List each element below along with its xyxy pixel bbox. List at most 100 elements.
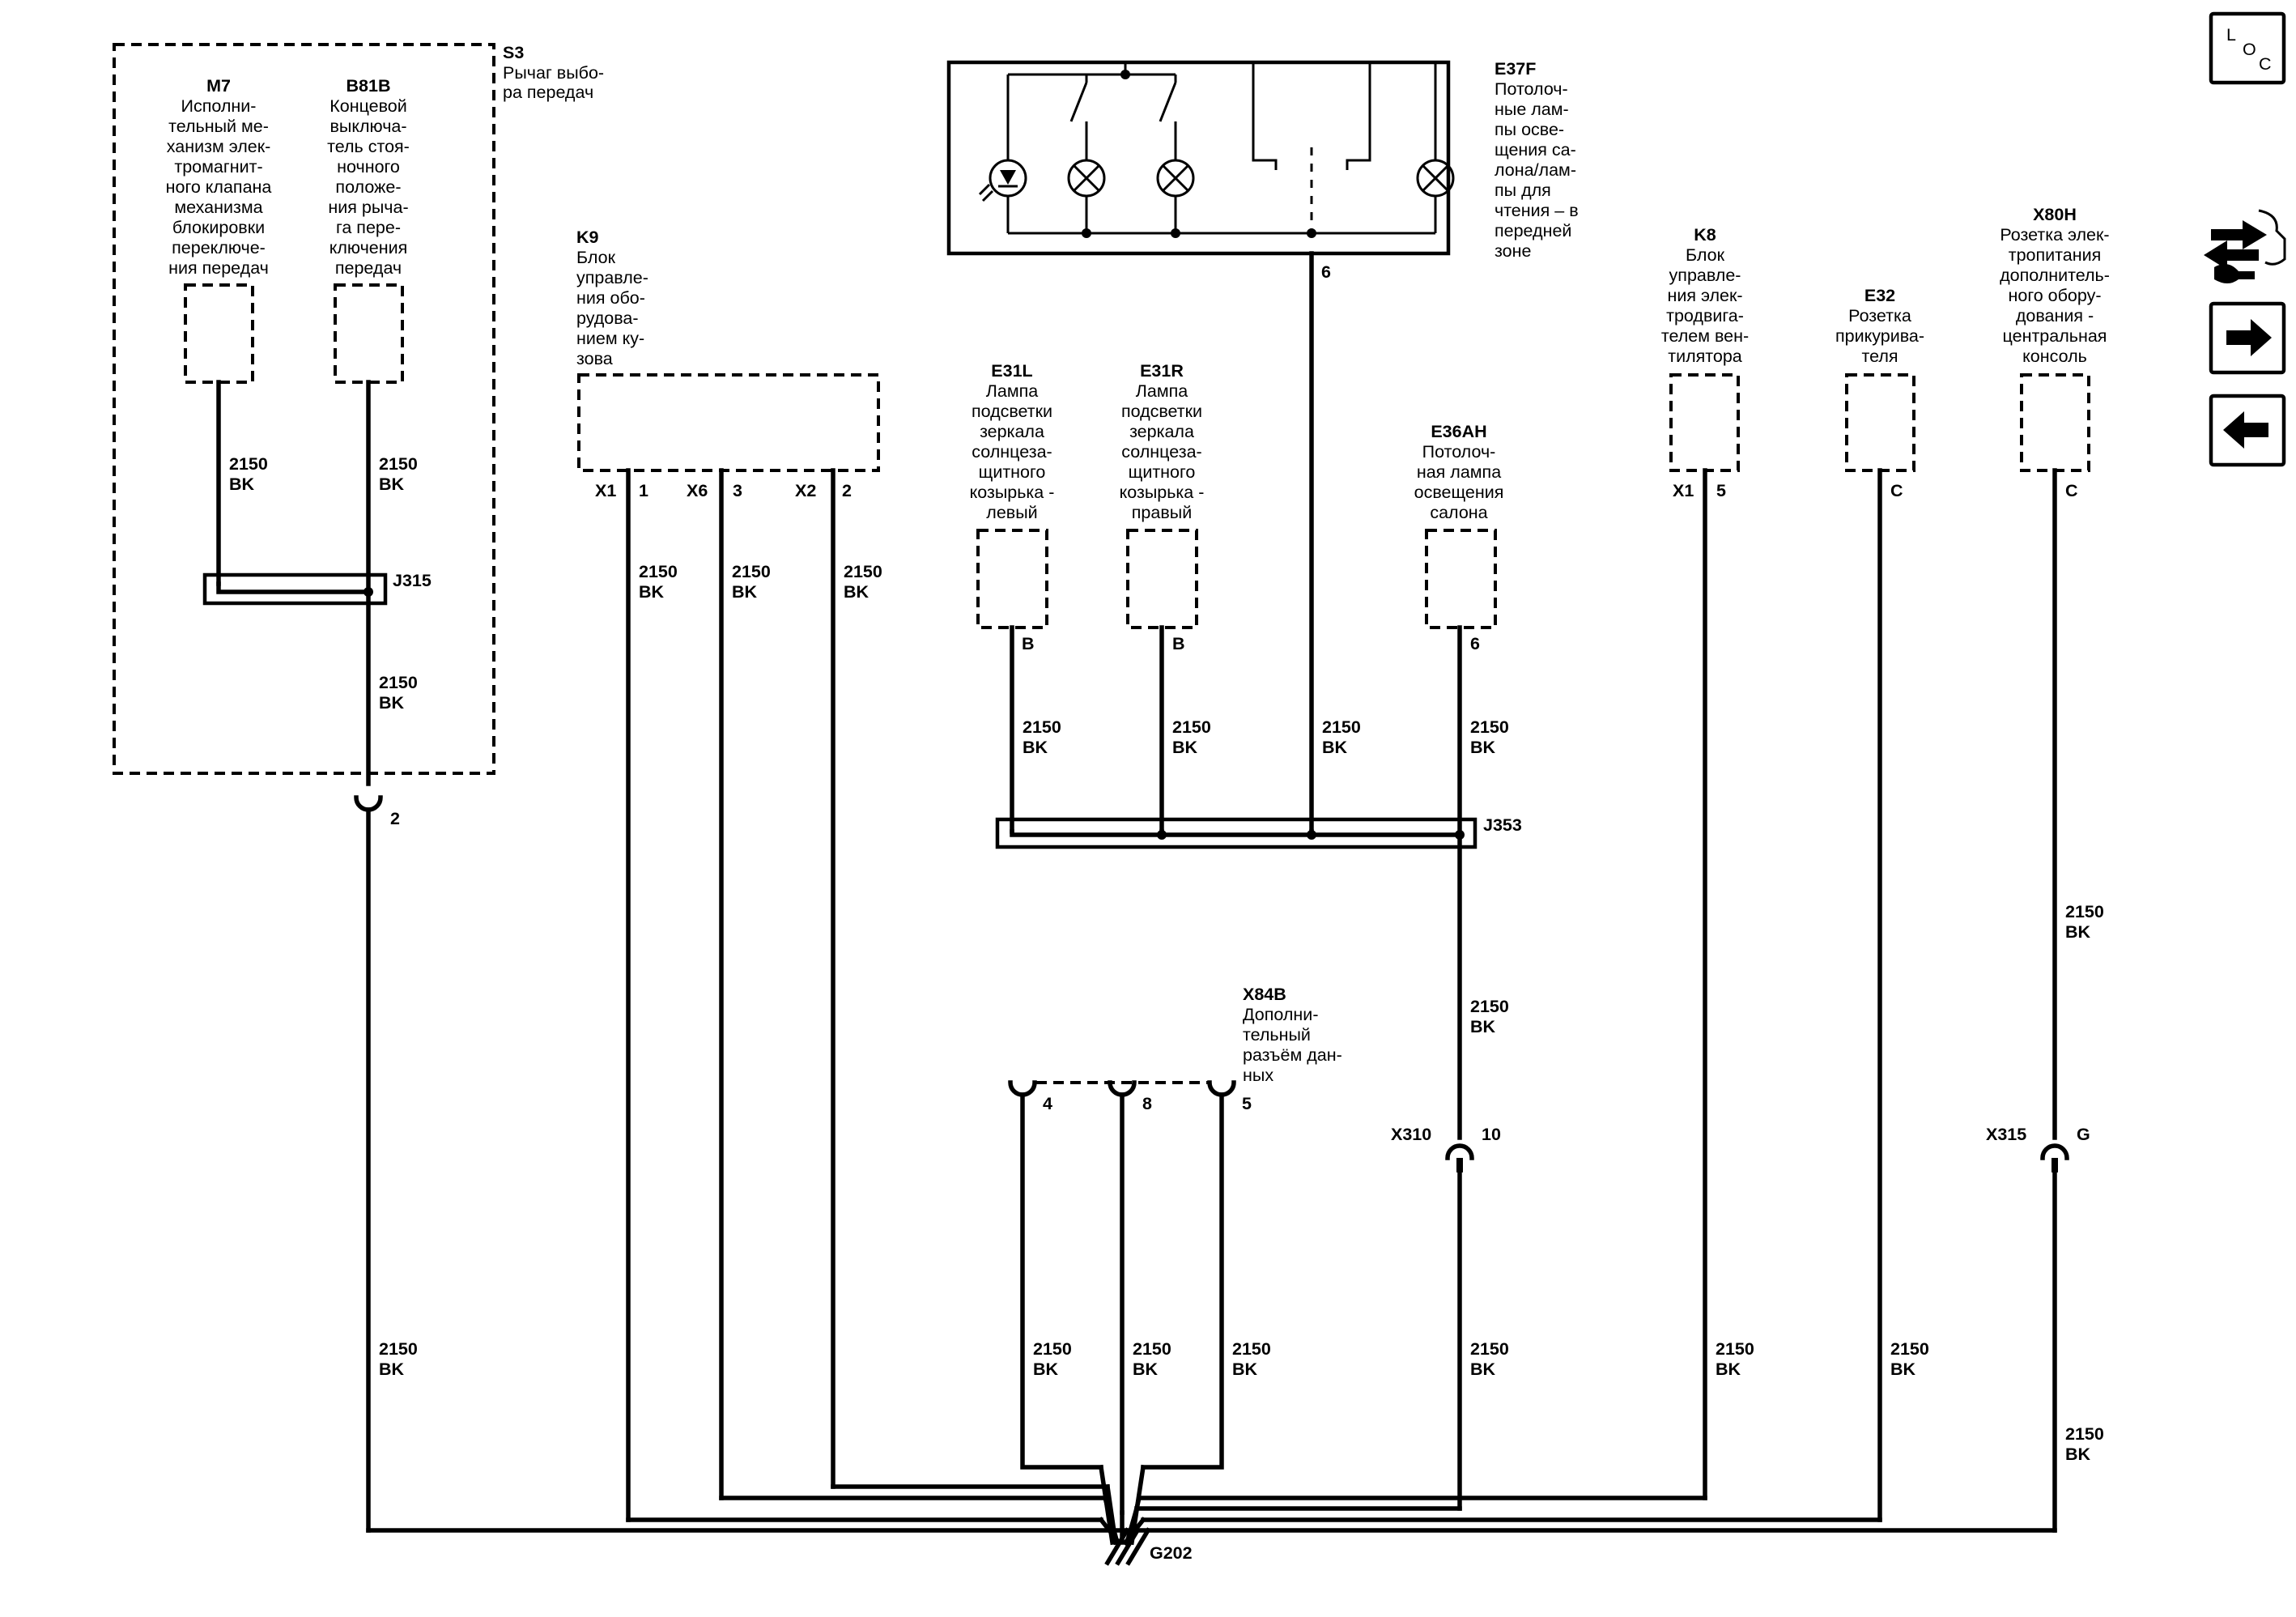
x84b-id: X84B	[1243, 985, 1286, 1004]
s3-desc: Рычаг выбо-ра передач	[503, 63, 604, 102]
wire-label-k9-1-color: BK	[639, 582, 665, 602]
previous-page-button[interactable]	[2209, 394, 2286, 467]
x315-connector	[2040, 1143, 2069, 1160]
wire-label-x84b4-color: BK	[1033, 1360, 1059, 1379]
wire-label-e37f-color: BK	[1322, 738, 1348, 757]
loc-letter-o: O	[2243, 40, 2256, 59]
k9-pin-x1: X1	[595, 481, 616, 500]
switch-2-icon	[1159, 82, 1177, 122]
e36ah-id: E36AH	[1431, 422, 1486, 441]
wire-label-k9-2-color: BK	[844, 582, 870, 602]
k9-id: K9	[576, 228, 599, 247]
wire-label-j315-color: BK	[379, 693, 405, 713]
door-switch-right-icon	[1346, 63, 1371, 170]
wire-label-x84b5-circuit: 2150	[1232, 1339, 1271, 1359]
wire-label-k8-circuit: 2150	[1716, 1339, 1754, 1359]
x84b-pin-8: 8	[1142, 1094, 1152, 1113]
e32-pin-c: C	[1890, 481, 1903, 500]
wire-label-e31r-color: BK	[1172, 738, 1198, 757]
x310-label: X310	[1391, 1125, 1431, 1144]
g202-label: G202	[1150, 1543, 1193, 1563]
wire-label-k8-color: BK	[1716, 1360, 1741, 1379]
e31r-pin-b: B	[1172, 634, 1185, 653]
wire-label-k9-1-circuit: 2150	[639, 562, 678, 581]
wire-label-e36ah-color: BK	[1470, 738, 1496, 757]
m7-desc: Исполни-тельный ме-ханизм элек-тромагнит…	[166, 96, 272, 278]
x80h-pin-c: C	[2065, 481, 2078, 500]
wire-label-x315-color: BK	[2065, 1445, 2091, 1464]
m7-connector	[184, 283, 254, 384]
x310-connector	[1445, 1143, 1474, 1160]
switch-1-icon	[1069, 82, 1088, 122]
x315-label: X315	[1986, 1125, 2026, 1144]
x84b-pin-4: 4	[1043, 1094, 1052, 1113]
pin-2-label: 2	[390, 809, 400, 828]
arrow-right-icon	[2226, 319, 2272, 356]
wire-label-m7-circuit: 2150	[229, 454, 268, 474]
k9-pin-x6: X6	[687, 481, 708, 500]
door-switch-left-icon	[1252, 63, 1278, 170]
wire-label-x84b8-circuit: 2150	[1133, 1339, 1171, 1359]
x80h-connector	[2020, 373, 2090, 472]
s3-id: S3	[503, 43, 524, 62]
wire-label-s3-ground-circuit: 2150	[379, 1339, 418, 1359]
k9-connector	[577, 373, 880, 472]
wire-label-j353-circuit: 2150	[1470, 997, 1509, 1016]
e32-id: E32	[1864, 286, 1895, 305]
wire-label-m7-color: BK	[229, 474, 255, 494]
e31l-pin-b: B	[1022, 634, 1035, 653]
wire-label-x80h-circuit: 2150	[2065, 902, 2104, 921]
s3-enclosure	[113, 43, 495, 775]
e31r-id: E31R	[1140, 361, 1184, 381]
next-page-button[interactable]	[2209, 301, 2286, 375]
ground-symbol-icon	[1104, 1527, 1151, 1566]
loc-letter-c: C	[2259, 54, 2272, 74]
k9-pin-3: 3	[733, 481, 742, 500]
wire-label-x315-circuit: 2150	[2065, 1424, 2104, 1444]
x84b-pin-5: 5	[1242, 1094, 1252, 1113]
wire-label-x80h-color: BK	[2065, 922, 2091, 942]
wire-label-e32-color: BK	[1890, 1360, 1916, 1379]
wire-label-b81b-circuit: 2150	[379, 454, 418, 474]
wire-label-e31l-color: BK	[1023, 738, 1048, 757]
loc-button[interactable]: L O C	[2209, 11, 2286, 85]
e31l-connector	[976, 529, 1048, 629]
k8-pin-x1: X1	[1673, 481, 1694, 500]
e37f-id: E37F	[1495, 59, 1536, 79]
connector-arrows-icon[interactable]	[2204, 209, 2286, 283]
wire-label-x310-color: BK	[1470, 1360, 1496, 1379]
k8-id: K8	[1694, 225, 1716, 245]
j315-label: J315	[393, 571, 432, 590]
wire-label-e31r-circuit: 2150	[1172, 717, 1211, 737]
wire-label-x310-circuit: 2150	[1470, 1339, 1509, 1359]
k9-pin-1: 1	[639, 481, 648, 500]
e32-connector	[1845, 373, 1915, 472]
wire-label-e32-circuit: 2150	[1890, 1339, 1929, 1359]
x80h-id: X80H	[2033, 205, 2077, 224]
j315-splice-box	[202, 572, 388, 606]
e31r-connector	[1126, 529, 1198, 629]
e36ah-connector	[1425, 529, 1497, 629]
e37f-desc: Потолоч-ные лам-пы осве-щения са-лона/ла…	[1495, 79, 1579, 261]
j353-label: J353	[1483, 815, 1522, 835]
wire-label-x84b8-color: BK	[1133, 1360, 1159, 1379]
arrow-left-icon	[2223, 411, 2268, 449]
k9-pin-x2: X2	[795, 481, 816, 500]
e37f-pin-6: 6	[1321, 262, 1331, 282]
wire-label-x84b4-circuit: 2150	[1033, 1339, 1072, 1359]
wire-label-e37f-circuit: 2150	[1322, 717, 1361, 737]
wire-label-e31l-circuit: 2150	[1023, 717, 1061, 737]
b81b-id: B81B	[347, 76, 391, 96]
wire-label-k9-2-circuit: 2150	[844, 562, 882, 581]
b81b-connector	[334, 283, 404, 384]
wire-label-k9-3-circuit: 2150	[732, 562, 771, 581]
